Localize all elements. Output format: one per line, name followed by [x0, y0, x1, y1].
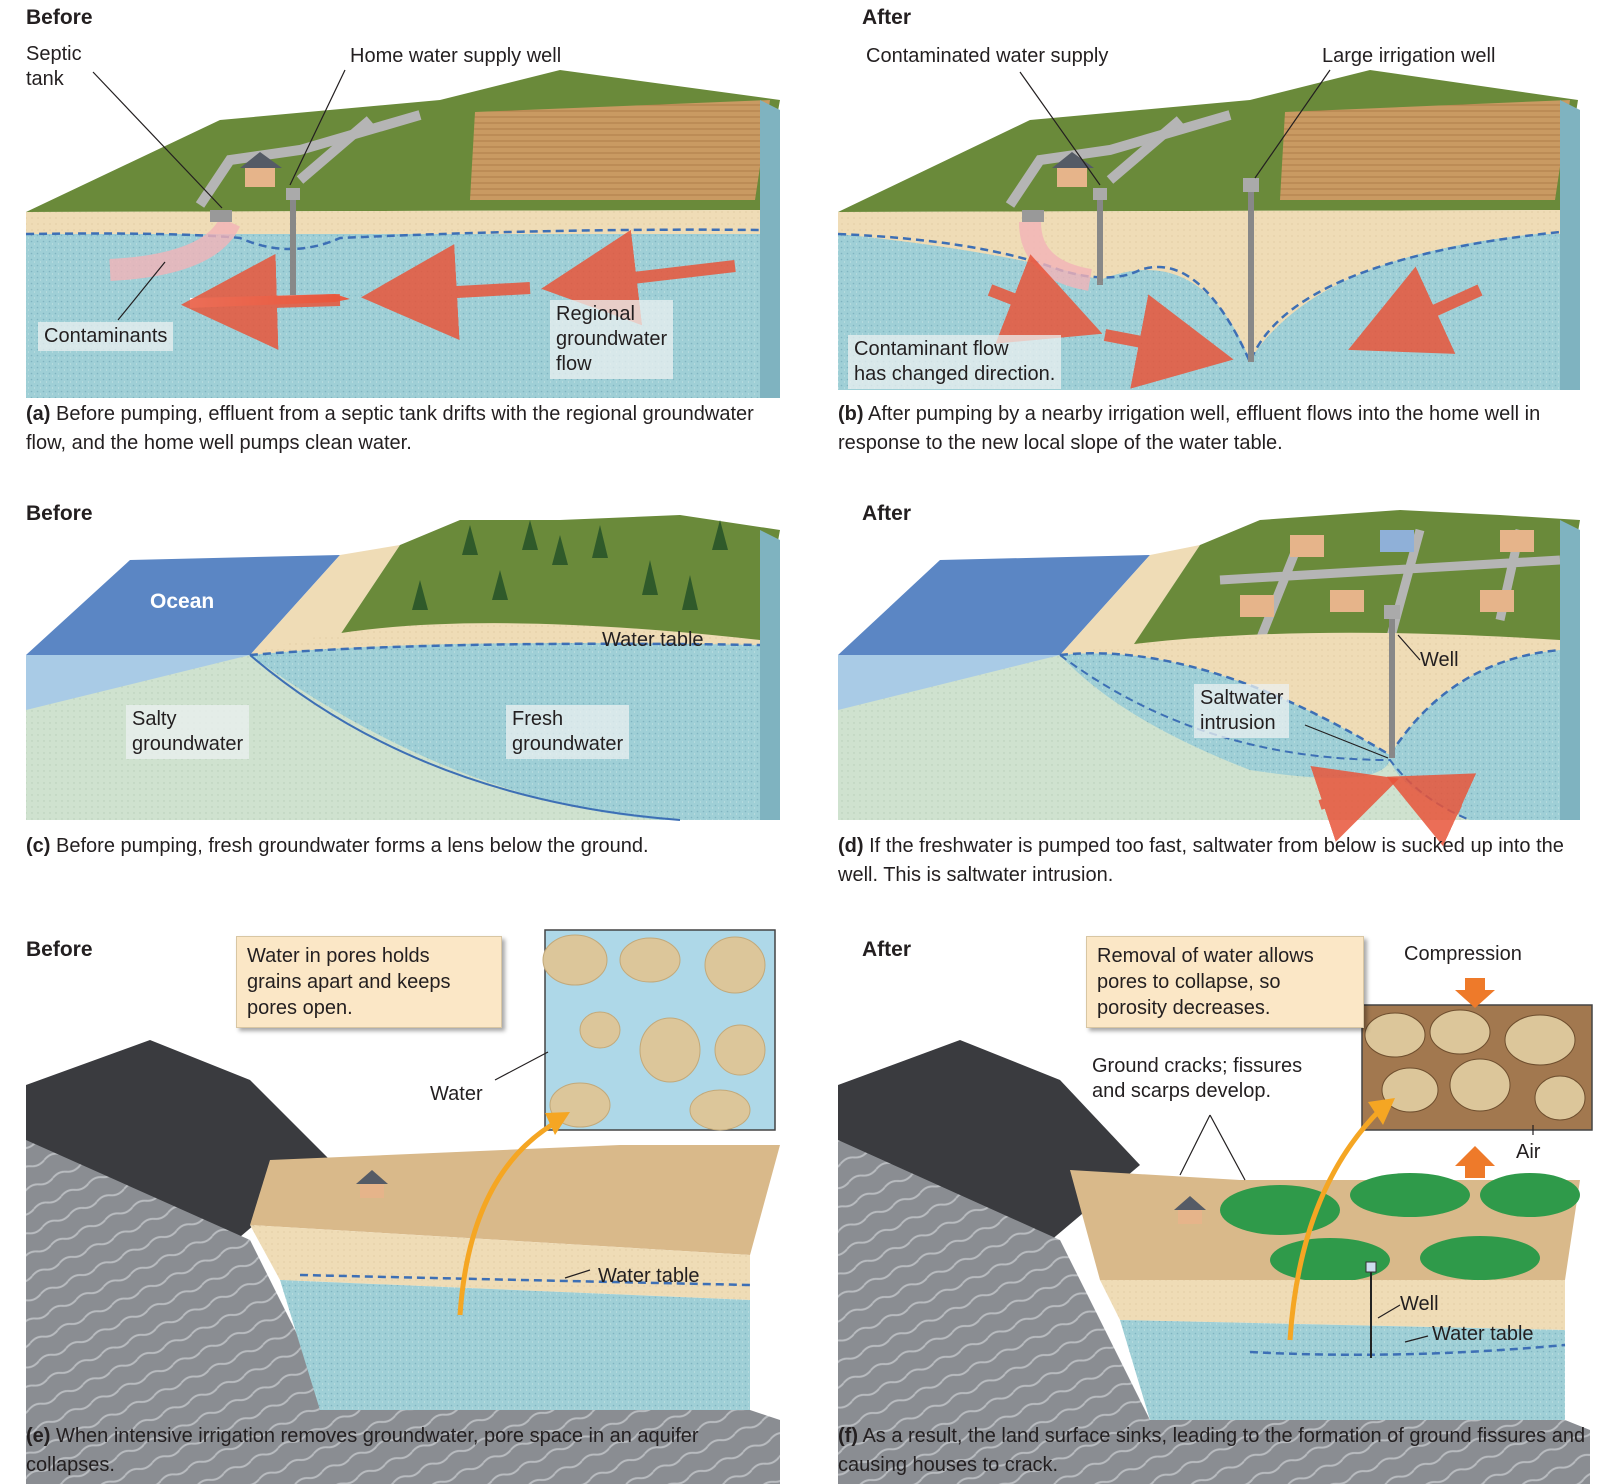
panel-e-leaders — [494, 1051, 591, 1279]
water-label: Water — [430, 1083, 483, 1105]
well-label: Well — [1400, 1293, 1439, 1315]
panel-d-leaders — [1304, 634, 1421, 759]
panel-b-leaders — [1019, 69, 1331, 186]
ocean-label: Ocean — [150, 590, 215, 613]
compression-arrow-bottom — [1455, 1146, 1495, 1178]
panel-e-block — [26, 929, 780, 1484]
panel-c-heading: Before — [26, 502, 93, 525]
panel-f-caption: (f) As a result, the land surface sinks,… — [838, 1425, 1586, 1476]
compression-label: Compression — [1404, 943, 1522, 965]
panel-d-heading: After — [862, 502, 912, 525]
water-table-label: Water table — [598, 1265, 700, 1287]
panel-e-caption: (e) When intensive irrigation removes gr… — [26, 1425, 699, 1476]
regional-flow-label: Regional groundwater flow — [550, 300, 674, 379]
air-label: Air — [1516, 1141, 1541, 1163]
water-table-line — [837, 230, 1561, 366]
pores-collapse-callout: Removal of water allows pores to collaps… — [1086, 936, 1364, 1028]
ground-surface — [250, 1145, 780, 1255]
panel-d-caption: (d) If the freshwater is pumped too fast… — [838, 835, 1564, 886]
panel-a-caption: (a) Before pumping, effluent from a sept… — [26, 403, 754, 454]
pores-open-callout: Water in pores holds grains apart and ke… — [236, 936, 502, 1028]
panel-b-flow-arrows — [987, 254, 1483, 389]
house-icon — [245, 165, 275, 187]
trees — [412, 520, 728, 610]
septic-tank — [210, 210, 232, 222]
water-table-line — [1249, 1343, 1566, 1357]
panel-d-block — [838, 510, 1580, 847]
irrigation-circles — [1220, 1173, 1580, 1282]
panel-b-heading: After — [862, 6, 912, 29]
panel-b-caption: (b) After pumping by a nearby irrigation… — [838, 403, 1541, 454]
panel-f-heading: After — [862, 938, 912, 961]
panel-a-flow-arrows — [181, 229, 736, 350]
panel-a-heading: Before — [26, 6, 93, 29]
panel-a-leaders — [92, 69, 346, 321]
salty-groundwater-label: Salty groundwater — [126, 705, 250, 759]
ocean-surface — [26, 555, 340, 655]
water-table-line — [249, 642, 761, 657]
water-table-line — [1059, 648, 1561, 757]
ground-cracks-label: Ground cracks; fissures and scarps devel… — [1092, 1055, 1303, 1102]
contaminated-supply-label: Contaminated water supply — [866, 45, 1109, 67]
contaminant-flow-label: Contaminant flow has changed direction. — [848, 335, 1062, 389]
water-table-line — [299, 1273, 751, 1287]
panel-e-heading: Before — [26, 938, 93, 961]
panel-c-block — [26, 515, 780, 821]
contaminants-label: Contaminants — [38, 322, 174, 351]
well-label: Well — [1420, 649, 1459, 671]
water-table-label: Water table — [602, 629, 704, 651]
home-well-label: Home water supply well — [350, 45, 562, 67]
panel-f-block — [838, 978, 1593, 1484]
fresh-groundwater-label: Fresh groundwater — [506, 705, 630, 759]
panel-c-caption: (c) Before pumping, fresh groundwater fo… — [26, 835, 649, 857]
irrigation-well-label: Large irrigation well — [1322, 45, 1496, 67]
panel-f-leaders — [1179, 1114, 1534, 1343]
water-table-label: Water table — [1432, 1323, 1534, 1345]
houses — [1240, 530, 1534, 617]
grains-compressed — [1364, 1009, 1586, 1121]
house-icon — [1057, 165, 1087, 187]
septic-tank-label: Septic tank — [26, 43, 82, 90]
compression-arrow-top — [1455, 978, 1495, 1008]
saltwater-intrusion-label: Saltwater intrusion — [1194, 684, 1290, 738]
